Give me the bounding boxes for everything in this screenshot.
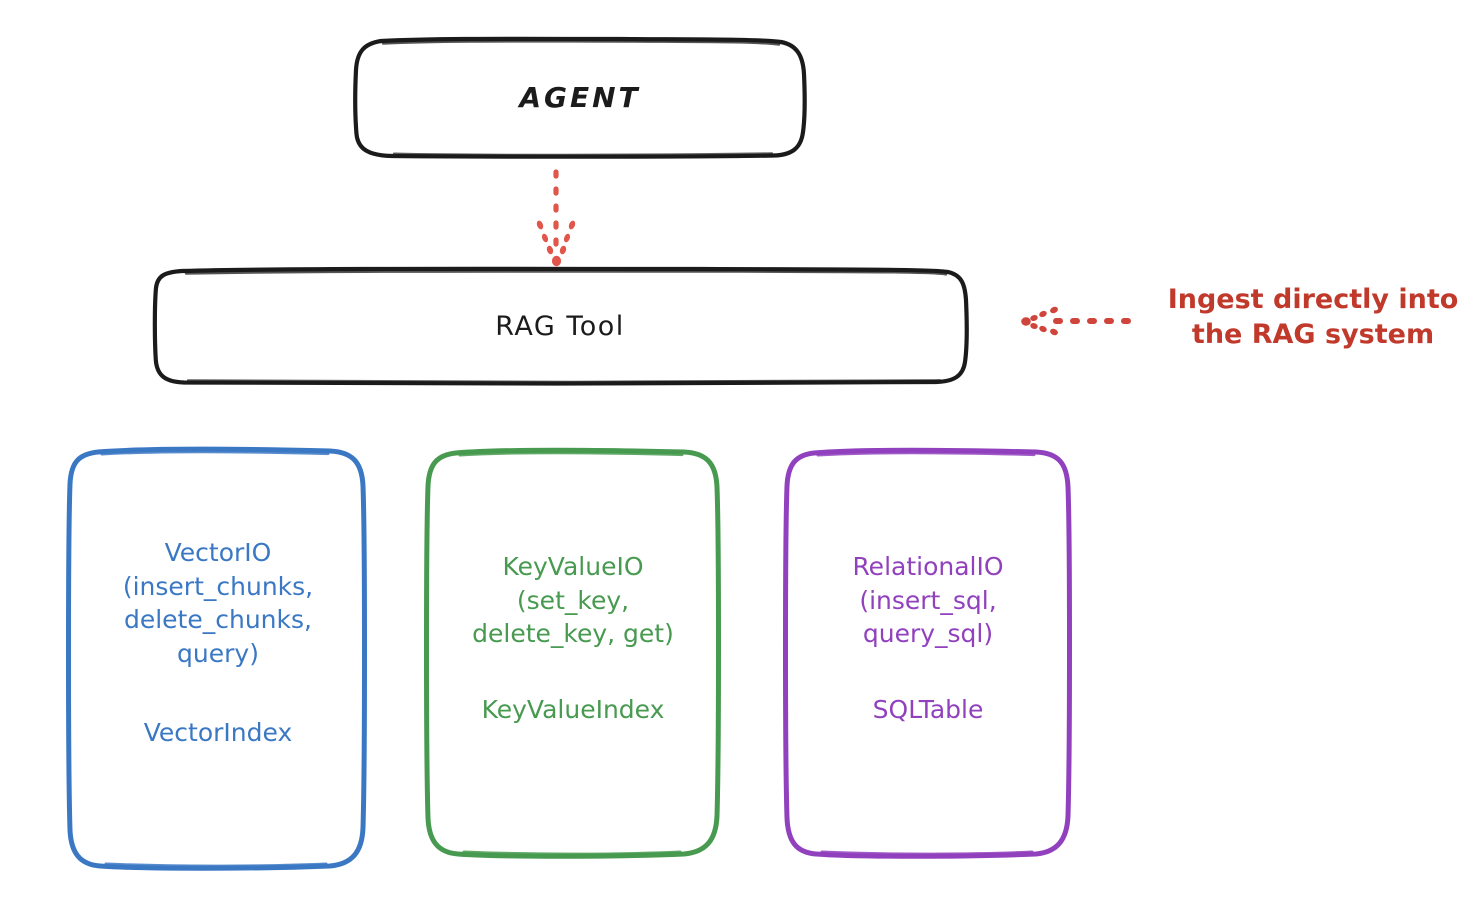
node-rag-tool[interactable]: RAG Tool: [155, 270, 965, 383]
node-vector-io-content: VectorIO (insert_chunks, delete_chunks, …: [70, 448, 366, 750]
node-key-value-io-sublabel: KeyValueIndex: [481, 694, 665, 724]
node-key-value-io-content: KeyValueIO (set_key, delete_key, get) Ke…: [428, 450, 718, 726]
ingest-annotation-text: Ingest directly into the RAG system: [1167, 284, 1459, 351]
node-agent[interactable]: AGENT: [355, 40, 805, 156]
node-relational-io-content: RelationalIO (insert_sql, query_sql) SQL…: [787, 450, 1069, 726]
ingest-annotation: Ingest directly into the RAG system: [1148, 282, 1478, 352]
node-key-value-io[interactable]: KeyValueIO (set_key, delete_key, get) Ke…: [428, 450, 718, 856]
node-vector-io[interactable]: VectorIO (insert_chunks, delete_chunks, …: [70, 448, 366, 868]
node-agent-label: AGENT: [519, 80, 641, 114]
node-rag-tool-label: RAG Tool: [495, 310, 625, 342]
node-relational-io-sublabel: SQLTable: [872, 694, 984, 724]
node-vector-io-label: VectorIO (insert_chunks, delete_chunks, …: [122, 538, 314, 668]
node-vector-io-sublabel: VectorIndex: [143, 718, 293, 747]
ingest-arrow-stroke: [1021, 306, 1131, 336]
node-relational-io-label: RelationalIO (insert_sql, query_sql): [852, 552, 1004, 648]
agent-to-ragtool-arrow-stroke: [536, 169, 576, 267]
node-key-value-io-label: KeyValueIO (set_key, delete_key, get): [472, 552, 674, 648]
node-relational-io[interactable]: RelationalIO (insert_sql, query_sql) SQL…: [787, 450, 1069, 856]
